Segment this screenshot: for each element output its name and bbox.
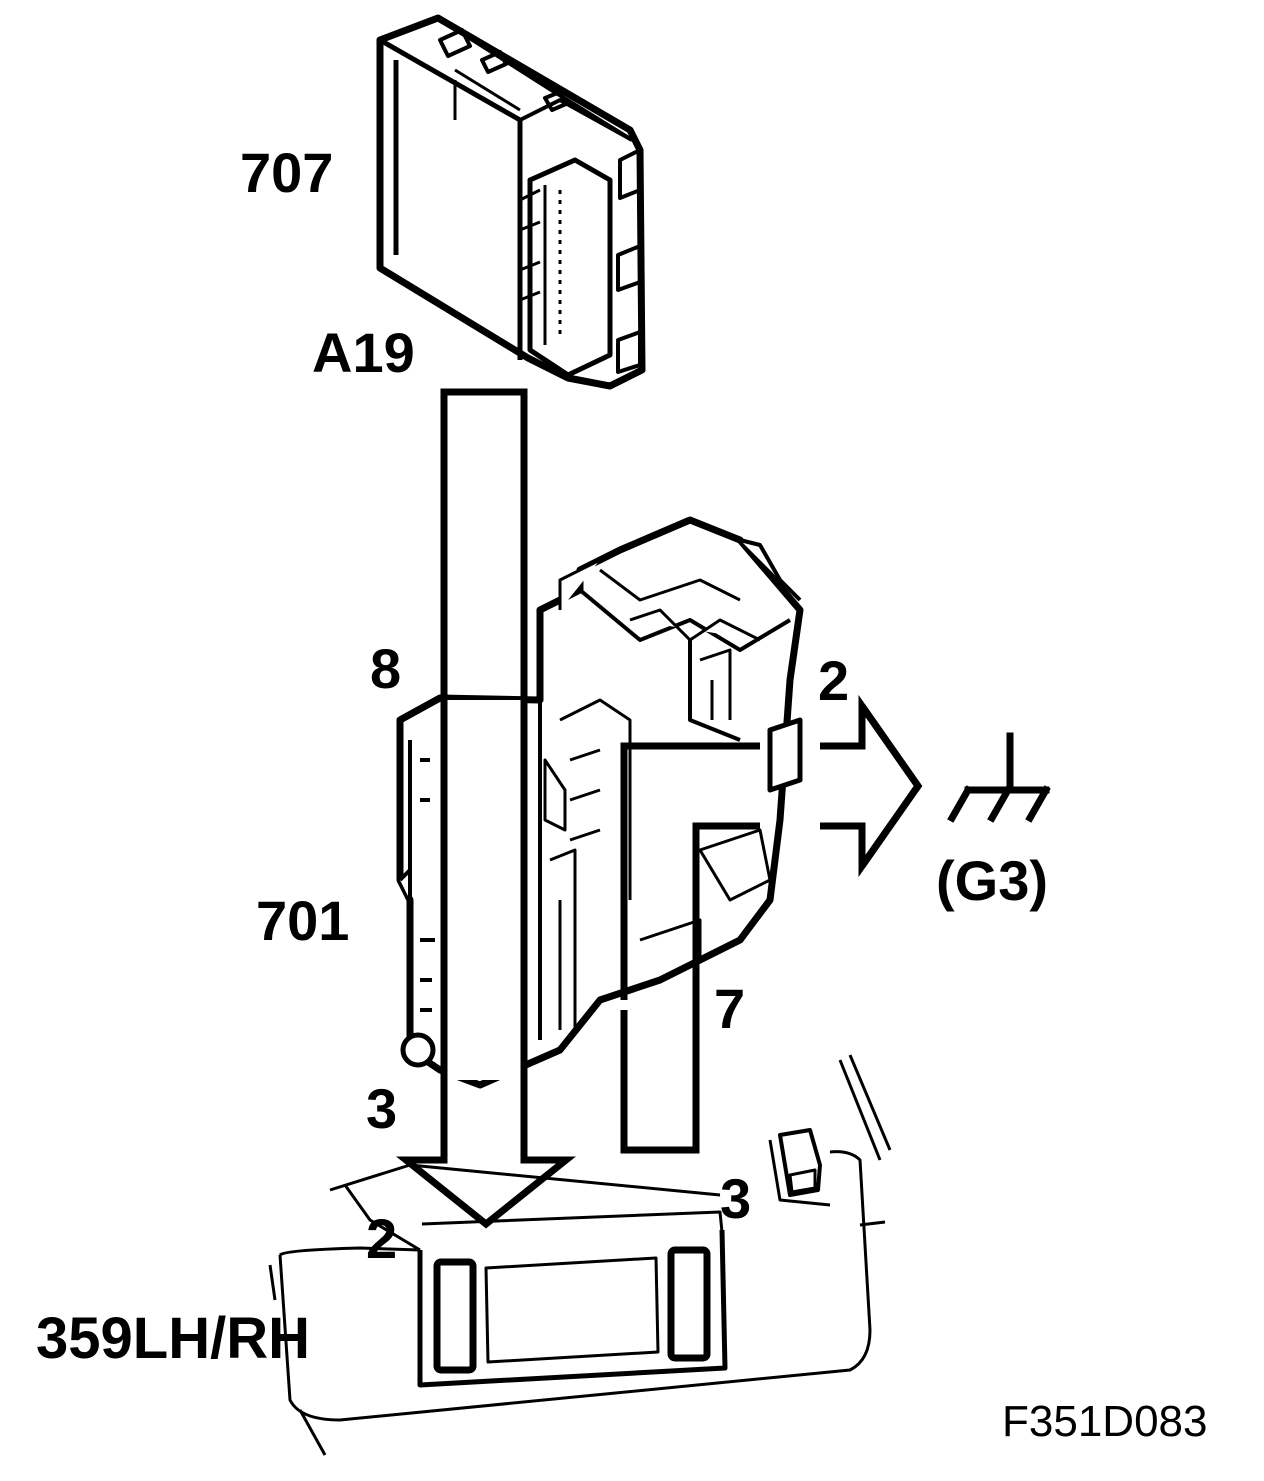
down-arrow-shaft-front [440, 690, 528, 1160]
label-pin-7: 7 [714, 977, 745, 1040]
label-pin-2-top: 2 [818, 649, 849, 712]
ground-symbol-icon [947, 732, 1051, 823]
right-arrow-icon [859, 703, 923, 869]
ground-wire [620, 694, 923, 1154]
label-pin-3-left: 3 [366, 1077, 397, 1140]
label-a19: A19 [312, 321, 415, 384]
label-pin-3-right: 3 [720, 1167, 751, 1230]
label-pin-8: 8 [370, 637, 401, 700]
figure-code: F351D083 [1002, 1397, 1207, 1446]
fuse-box-701 [396, 516, 804, 1089]
label-g3: (G3) [936, 849, 1048, 912]
label-pin-2-bottom: 2 [366, 1207, 397, 1270]
label-359: 359LH/RH [36, 1306, 310, 1371]
sun-visor-359 [268, 1054, 892, 1456]
label-701: 701 [256, 889, 349, 952]
control-unit-707 [376, 14, 646, 390]
label-707: 707 [240, 141, 333, 204]
